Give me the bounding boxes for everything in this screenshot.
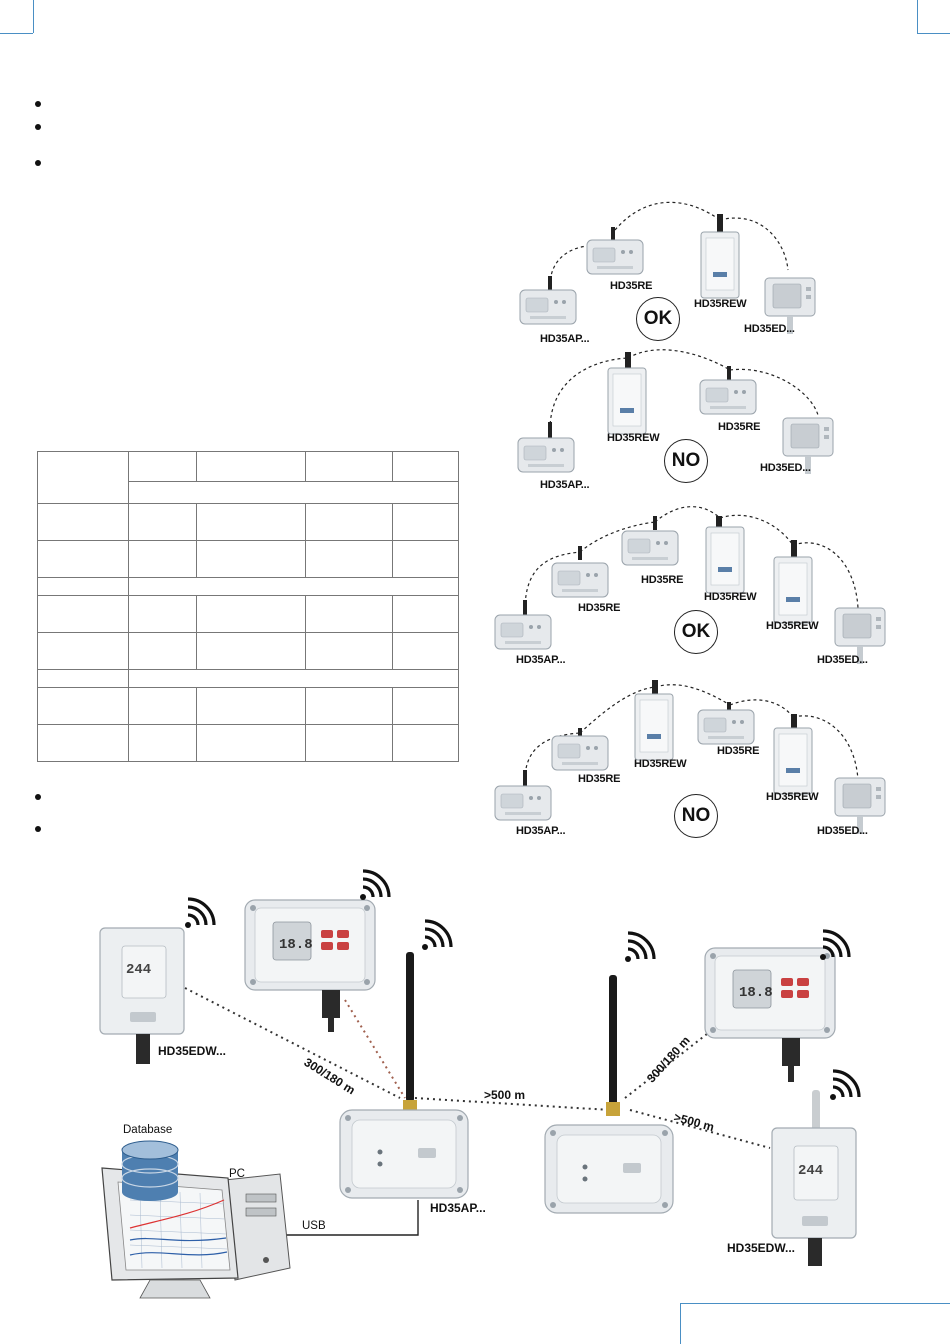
d4-ed-label: HD35ED...: [817, 825, 868, 837]
usb-label: USB: [302, 1220, 326, 1232]
database-icon: [121, 1140, 179, 1201]
crop-mark-top-left-v: [33, 0, 34, 33]
link-edw-left: [184, 987, 401, 1099]
d3-re1-label: HD35RE: [578, 602, 621, 614]
table-cell: [305, 451, 393, 482]
table-cell: [128, 481, 459, 504]
table-cell: [196, 451, 306, 482]
edw-right-label: HD35EDW...: [727, 1241, 796, 1255]
crop-mark-bottom-right-v: [680, 1303, 681, 1344]
d4-re1-label: HD35RE: [578, 773, 621, 785]
d1-re-label: HD35RE: [610, 280, 653, 292]
d2-ed-label: HD35ED...: [760, 462, 811, 474]
ap-left-device: [339, 919, 469, 1199]
d2-ap-label: HD35AP...: [540, 479, 590, 491]
distance-mid-label: >500 m: [484, 1088, 526, 1102]
link-ap-ap: [414, 1097, 611, 1111]
d2-re-label: HD35RE: [718, 421, 761, 433]
repeater-diagrams: [494, 201, 886, 835]
bullet-5: [35, 826, 41, 832]
bullet-1: [35, 101, 41, 107]
d3-ap-label: HD35AP...: [516, 654, 566, 666]
hd-left-device: [244, 869, 391, 1032]
link-edw-right: [629, 1109, 771, 1149]
edw-left-label: HD35EDW...: [158, 1044, 227, 1058]
diagram-ok-3: [494, 506, 886, 665]
d1-ok-badge: OK: [636, 297, 680, 341]
edw-right-device: [771, 1069, 861, 1266]
table-cell: [37, 451, 129, 504]
crop-mark-top-left-h: [0, 33, 33, 34]
d3-rew2-label: HD35REW: [766, 620, 819, 632]
bullet-3: [35, 160, 41, 166]
link-hd-right: [624, 1029, 713, 1099]
d2-rew-label: HD35REW: [607, 432, 660, 444]
hd-right-device: [704, 929, 851, 1082]
d4-re2-label: HD35RE: [717, 745, 760, 757]
d4-rew2-label: HD35REW: [766, 791, 819, 803]
svg-text:244: 244: [126, 962, 151, 978]
d1-ap-label: HD35AP...: [540, 333, 590, 345]
crop-mark-bottom-right-h: [680, 1303, 950, 1304]
link-hd-left: [344, 999, 406, 1099]
table-cell: [128, 451, 197, 482]
d2-no-badge: NO: [664, 439, 708, 483]
crop-mark-top-right-h: [917, 33, 950, 34]
bullet-4: [35, 794, 41, 800]
pc-label: PC: [229, 1168, 245, 1180]
crop-mark-top-right-v: [917, 0, 918, 33]
diagram-ok-1: [519, 201, 816, 335]
d1-ed-label: HD35ED...: [744, 323, 795, 335]
d4-no-badge: NO: [674, 794, 718, 838]
d3-rew1-label: HD35REW: [704, 591, 757, 603]
d4-ap-label: HD35AP...: [516, 825, 566, 837]
network-diagram: 18.8 244: [99, 869, 861, 1299]
table-cell: [392, 451, 459, 482]
edw-left-device: 244: [99, 897, 216, 1064]
bullet-2: [35, 124, 41, 130]
d3-re2-label: HD35RE: [641, 574, 684, 586]
usb-cable: [285, 1200, 419, 1236]
ap-label: HD35AP...: [430, 1201, 486, 1215]
diagram-no-2: [517, 349, 834, 475]
spec-table: [37, 451, 459, 762]
ap-right-device: [544, 931, 674, 1214]
diagram-no-4: [494, 680, 886, 835]
d1-rew-label: HD35REW: [694, 298, 747, 310]
d4-rew1-label: HD35REW: [634, 758, 687, 770]
d3-ed-label: HD35ED...: [817, 654, 868, 666]
d3-ok-badge: OK: [674, 610, 718, 654]
database-label: Database: [123, 1124, 173, 1136]
